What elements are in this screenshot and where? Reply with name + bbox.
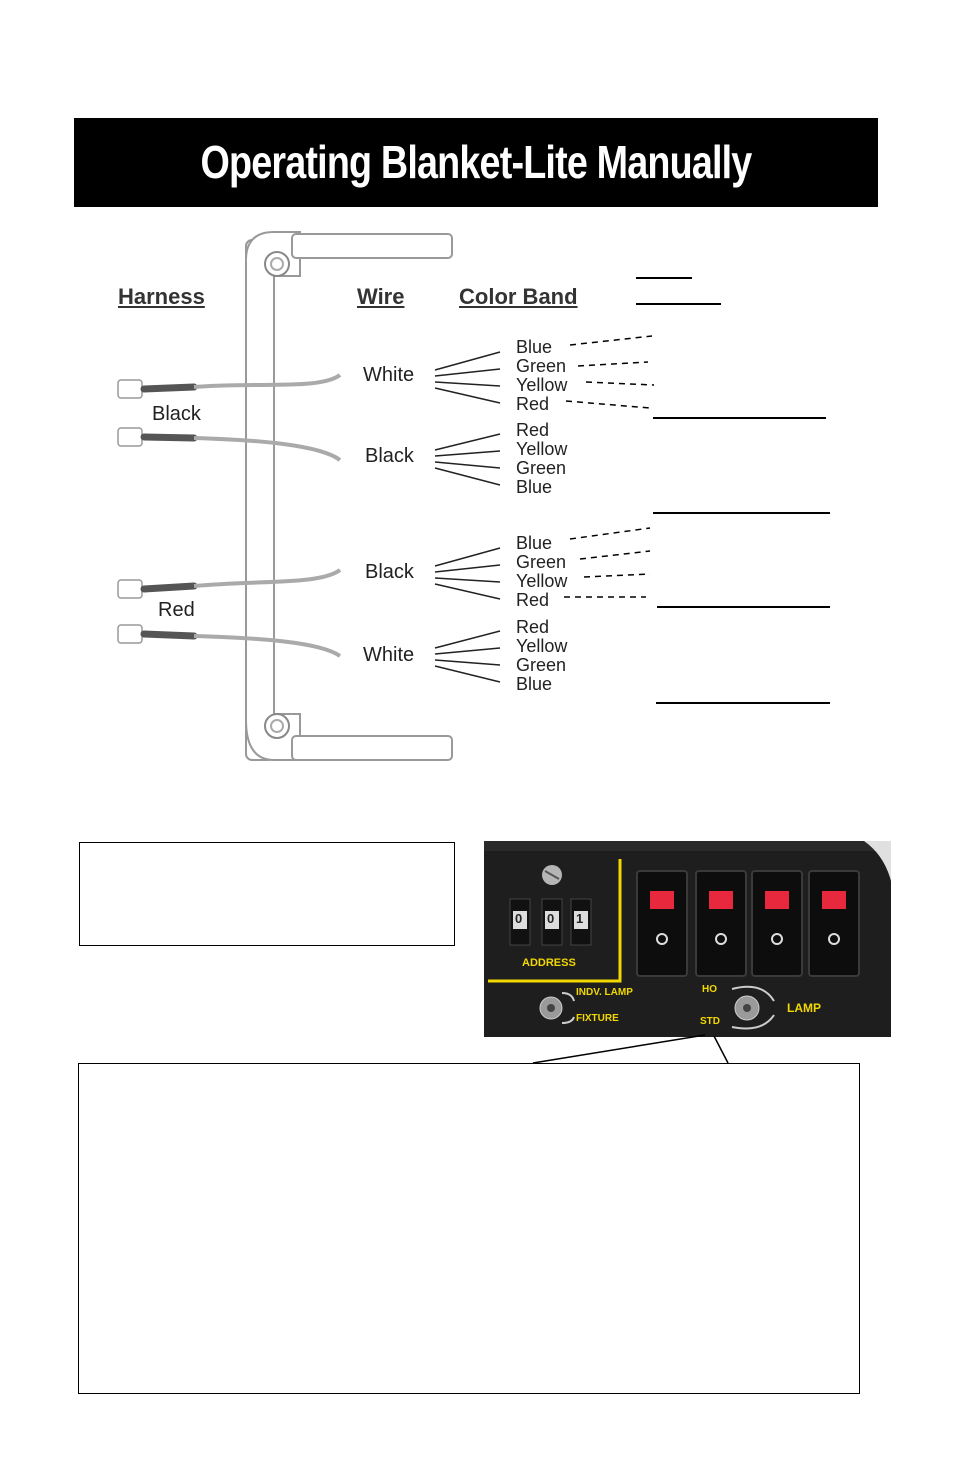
wire-header: Wire [357,284,405,309]
wire-label: Black [365,445,414,467]
harness-header: Harness [118,284,205,309]
address-label: ADDRESS [522,957,576,969]
wiring-diagram-graphic [117,231,830,761]
band-label: Blue [516,477,553,497]
band-label: Green [516,552,567,572]
band-label: Red [516,617,550,637]
address-digit: 0 [547,911,555,926]
lamp-label: LAMP [787,1001,821,1015]
band-label: Green [516,458,567,478]
title-bar: Operating Blanket-Lite Manually [74,118,878,207]
band-label: Blue [516,337,553,357]
wire-label: White [363,364,415,386]
address-digit: 0 [515,911,523,926]
band-group: Red Yellow Green Blue [516,421,567,497]
band-label: Blue [516,674,553,694]
control-panel-photo: 0 0 1 ADDRESS INDV. LAMP FIXTURE HO STD … [484,841,891,1037]
band-label: Red [516,590,550,610]
fixture-label: FIXTURE [576,1013,619,1024]
address-digit: 1 [576,911,584,926]
band-label: Green [516,356,567,376]
page-title: Operating Blanket-Lite Manually [200,136,753,188]
instructions-box [78,1063,860,1394]
harness-label: Red [158,599,195,621]
band-label: Yellow [516,571,568,591]
band-label: Red [516,420,550,440]
wire-label: Black [365,561,414,583]
harness-label: Black [152,403,201,425]
ho-label: HO [702,984,717,995]
band-label: Yellow [516,636,568,656]
control-panel-graphic [484,841,891,1037]
band-label: Blue [516,533,553,553]
band-label: Red [516,394,550,414]
wire-label: White [363,644,415,666]
color-band-header: Color Band [459,284,578,309]
std-label: STD [700,1016,720,1027]
band-label: Yellow [516,439,568,459]
band-label: Yellow [516,375,568,395]
wiring-diagram: Harness Wire Color Band Black Red White … [0,220,954,780]
band-group: Blue Green Yellow Red [516,338,567,414]
indv-lamp-label: INDV. LAMP [576,987,633,998]
band-group: Red Yellow Green Blue [516,618,567,694]
note-box [79,842,455,946]
band-label: Green [516,655,567,675]
band-group: Blue Green Yellow Red [516,534,567,610]
